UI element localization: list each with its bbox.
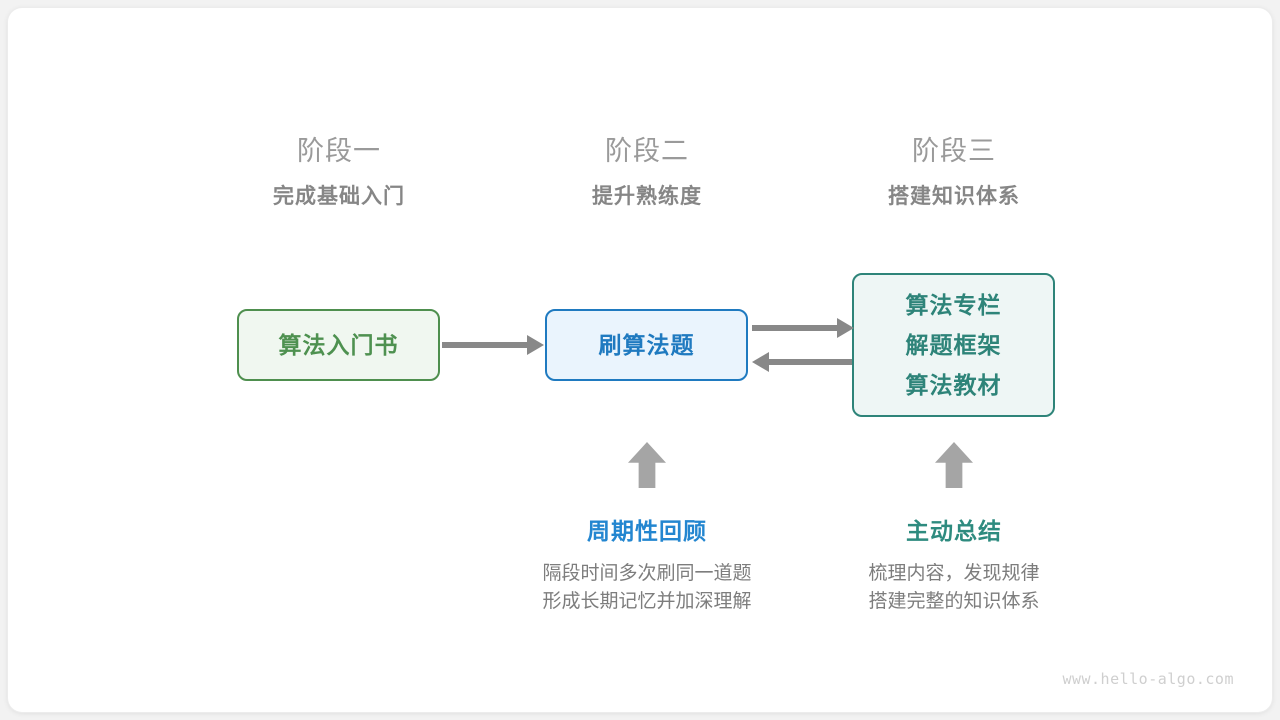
node-practice-problems[interactable]: 刷算法题	[545, 309, 748, 381]
annotation-active-summary-desc-line-2: 搭建完整的知识体系	[868, 591, 1040, 612]
arrow-right-icon-book-to-practice	[442, 335, 544, 355]
annotation-active-summary-desc: 梳理内容，发现规律 搭建完整的知识体系	[789, 560, 1119, 616]
watermark: www.hello-algo.com	[1062, 670, 1234, 688]
stage-header-2: 阶段二 提升熟练度	[517, 134, 777, 212]
node-knowledge-system-label-2: 解题框架	[905, 332, 1002, 358]
annotation-active-summary: 主动总结 梳理内容，发现规律 搭建完整的知识体系	[789, 516, 1119, 616]
annotation-periodic-review-desc-line-2: 形成长期记忆并加深理解	[542, 591, 752, 612]
annotation-active-summary-title: 主动总结	[906, 518, 1002, 544]
diagram-card: 阶段一 完成基础入门 阶段二 提升熟练度 阶段三 搭建知识体系 算法入门书 刷算…	[8, 8, 1272, 712]
node-knowledge-system-label-3: 算法教材	[905, 372, 1002, 398]
arrow-left-icon-system-to-practice	[752, 352, 852, 372]
annotation-active-summary-desc-line-1: 梳理内容，发现规律	[868, 563, 1040, 584]
node-knowledge-system[interactable]: 算法专栏 解题框架 算法教材	[852, 273, 1055, 417]
stage-1-title: 阶段一	[297, 136, 381, 166]
arrow-right-icon-practice-to-system	[752, 318, 854, 338]
node-intro-book-label: 算法入门书	[278, 332, 399, 358]
annotation-periodic-review-desc: 隔段时间多次刷同一道题 形成长期记忆并加深理解	[482, 560, 812, 616]
arrow-up-icon-summary	[935, 442, 973, 488]
stage-3-title: 阶段三	[912, 136, 996, 166]
stage-1-subtitle: 完成基础入门	[273, 185, 405, 208]
node-intro-book[interactable]: 算法入门书	[237, 309, 440, 381]
annotation-periodic-review-desc-line-1: 隔段时间多次刷同一道题	[542, 563, 752, 584]
stage-2-subtitle: 提升熟练度	[592, 185, 702, 208]
annotation-periodic-review: 周期性回顾 隔段时间多次刷同一道题 形成长期记忆并加深理解	[482, 516, 812, 616]
stage-2-title: 阶段二	[605, 136, 689, 166]
annotation-periodic-review-title: 周期性回顾	[587, 518, 707, 544]
node-practice-problems-label: 刷算法题	[598, 332, 695, 358]
stage-header-1: 阶段一 完成基础入门	[209, 134, 469, 212]
stage-3-subtitle: 搭建知识体系	[888, 185, 1020, 208]
stage-header-3: 阶段三 搭建知识体系	[824, 134, 1084, 212]
node-knowledge-system-label-1: 算法专栏	[905, 292, 1002, 318]
arrow-up-icon-review	[628, 442, 666, 488]
